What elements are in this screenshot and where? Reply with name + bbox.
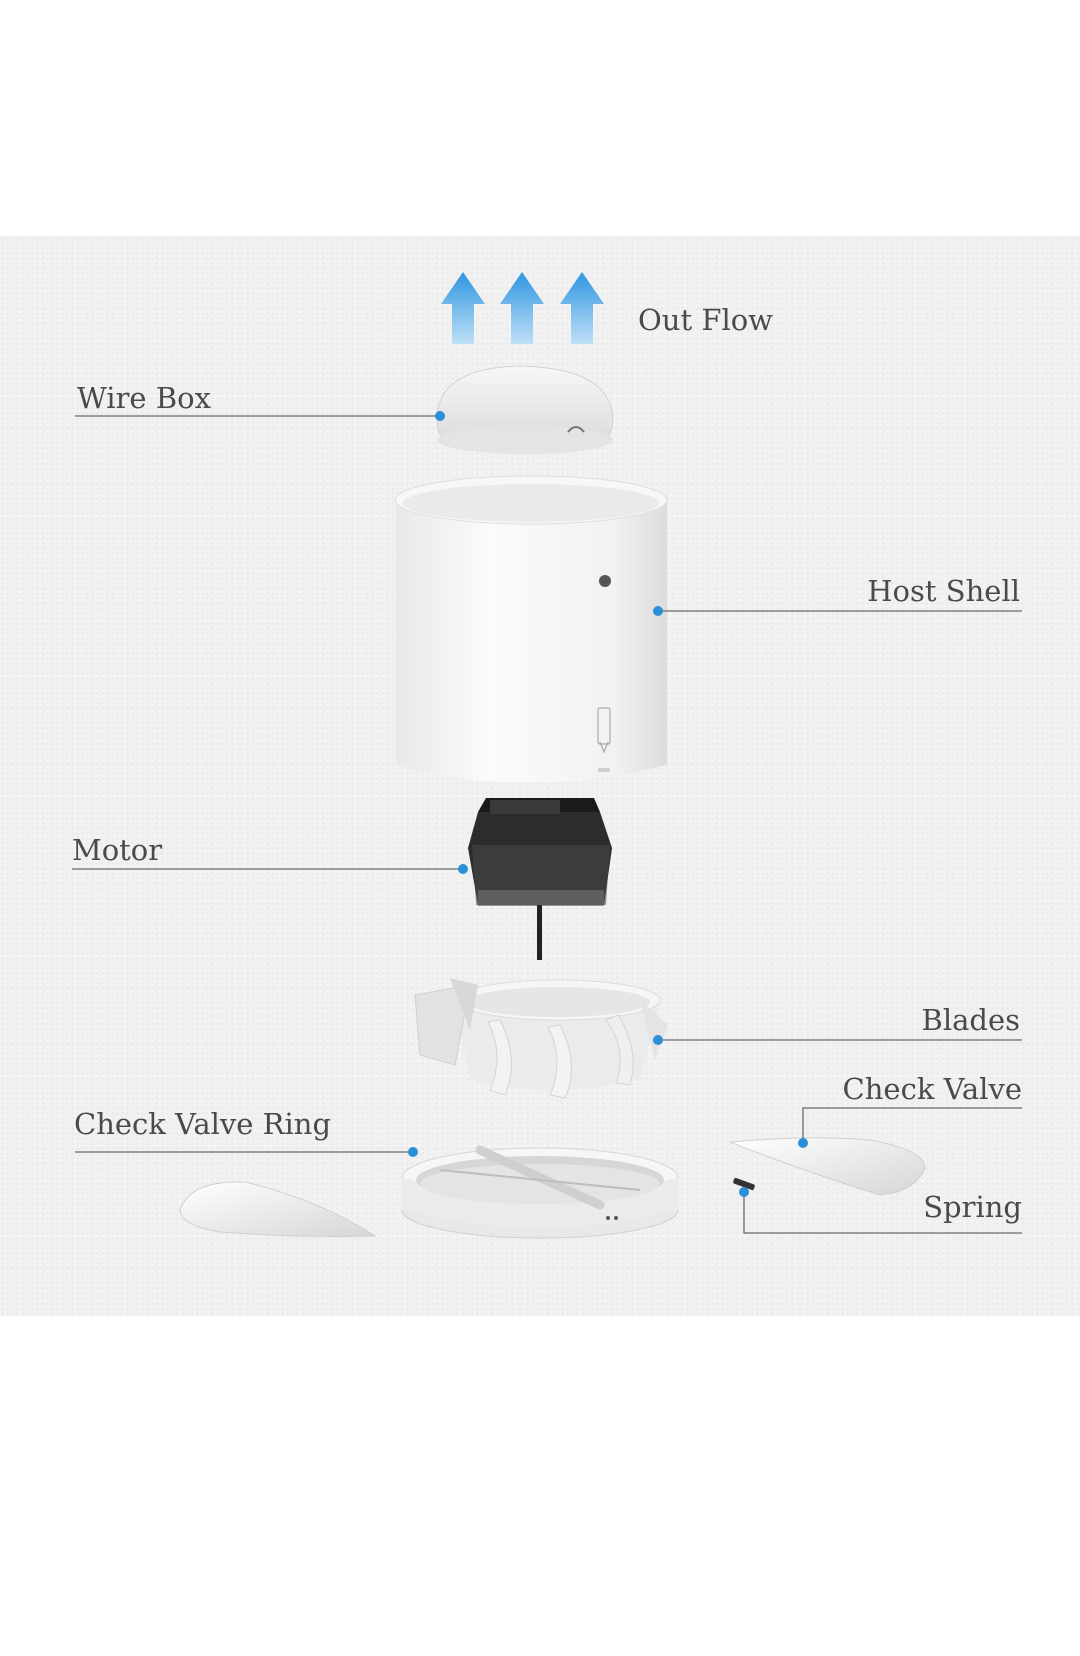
label-check-valve: Check Valve: [842, 1072, 1022, 1106]
blades-part: [414, 978, 668, 1099]
up-arrow-icon: [441, 272, 485, 344]
check-valve-flap-right: [729, 1137, 926, 1196]
up-arrow-icon: [500, 272, 544, 344]
leader-dots: [408, 411, 808, 1197]
label-blades: Blades: [921, 1003, 1020, 1037]
check-valve-ring-part: [401, 1145, 679, 1239]
label-out-flow: Out Flow: [638, 303, 774, 337]
check-valve-flap-left: [179, 1181, 377, 1237]
leader-lines: [72, 415, 1022, 1234]
label-check-valve-ring: Check Valve Ring: [74, 1107, 332, 1141]
label-wire-box: Wire Box: [77, 381, 211, 415]
label-spring: Spring: [923, 1190, 1022, 1224]
wire-box-part: [436, 365, 614, 454]
label-motor: Motor: [72, 833, 163, 867]
host-shell-part: [394, 475, 668, 783]
label-host-shell: Host Shell: [867, 574, 1020, 608]
up-arrow-icon: [560, 272, 604, 344]
motor-part: [468, 798, 612, 960]
spring-part: [733, 1177, 755, 1191]
